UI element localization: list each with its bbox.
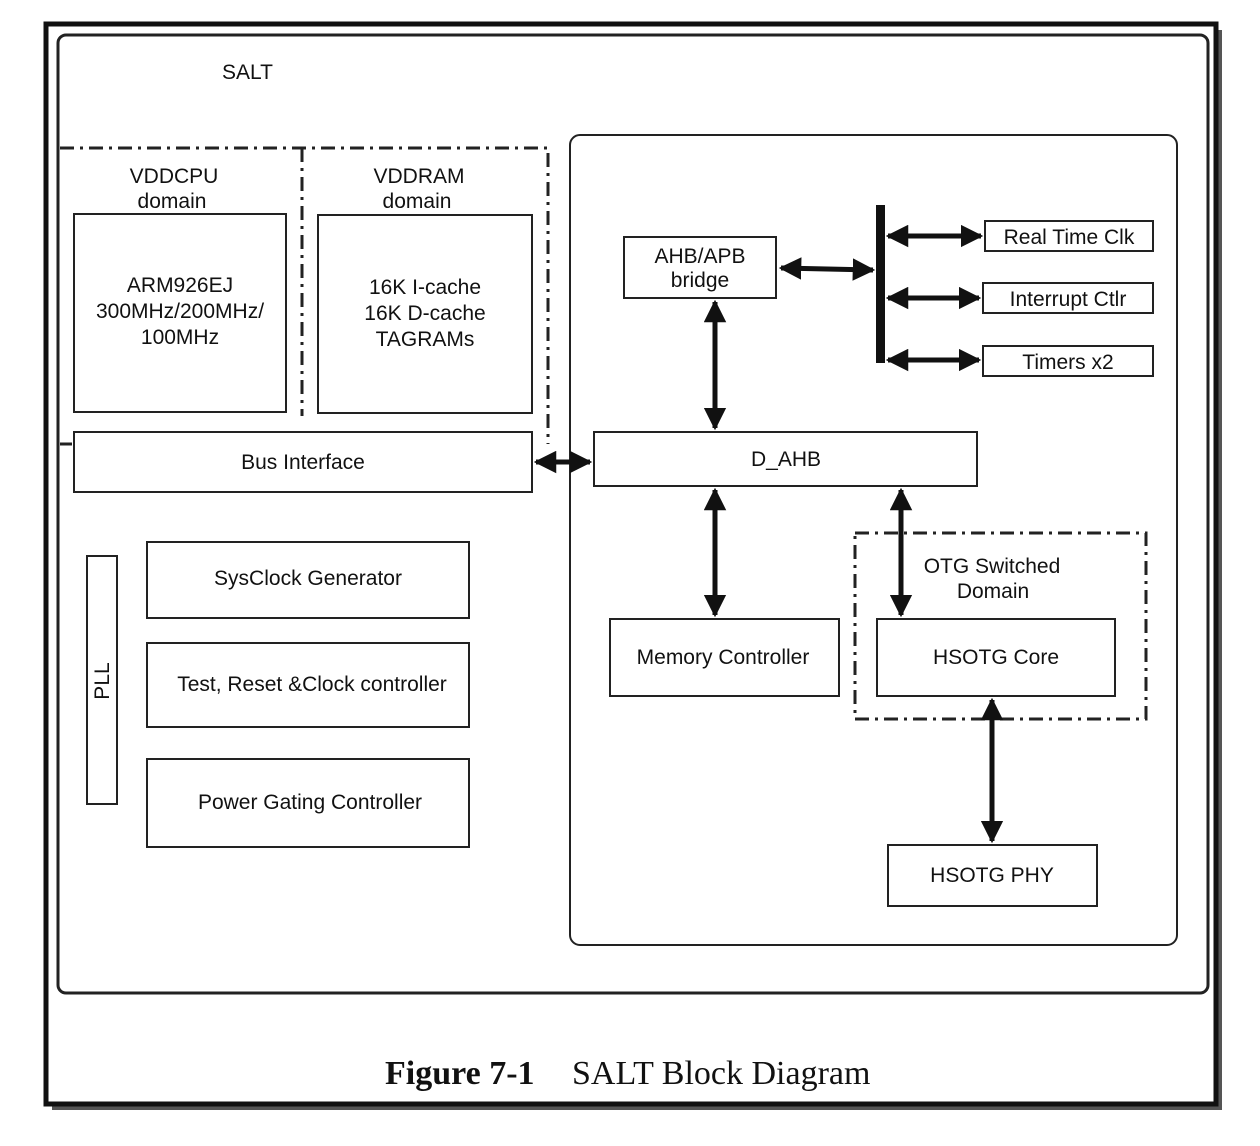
ahb-apb-line1: AHB/APB [654,245,745,268]
figure-number: Figure 7-1 [385,1055,535,1092]
vddram-subtitle: domain [383,190,452,213]
test-reset-clock-label: Test, Reset &Clock controller [177,673,447,696]
salt-boundary [56,33,1210,995]
hsotg-phy-label: HSOTG PHY [930,864,1054,887]
arm-core-block [73,213,287,413]
vddcpu-title: VDDCPU [130,165,219,188]
ahb-apb-line2: bridge [671,269,729,292]
cache-block [317,214,533,414]
pll-block [86,555,118,805]
pll-label: PLL [91,662,114,699]
bus-interface-label: Bus Interface [241,451,365,474]
real-time-clk-label: Real Time Clk [1004,226,1135,249]
otg-domain-line2: Domain [957,580,1029,603]
power-gating-label: Power Gating Controller [198,791,422,814]
interrupt-ctlr-label: Interrupt Ctlr [1010,288,1127,311]
d-ahb-label: D_AHB [751,448,821,471]
arm-line3: 100MHz [141,326,219,349]
arm-line1: ARM926EJ [127,274,233,297]
real-time-clk-block [984,220,1154,252]
memory-controller-block [609,618,840,697]
ahb-apb-bridge-block [623,236,777,299]
arm-line2: 300MHz/200MHz/ [96,300,264,323]
memory-controller-label: Memory Controller [637,646,810,669]
otg-domain-line1: OTG Switched [924,555,1061,578]
system-title: SALT [222,61,273,84]
hsotg-phy-block [887,844,1098,907]
bus-interface-block [73,431,533,493]
d-ahb-block [593,431,978,487]
peripheral-subsystem-boundary [569,134,1178,946]
cache-line1: 16K I-cache [369,276,481,299]
cache-line3: TAGRAMs [376,328,475,351]
sysclock-label: SysClock Generator [214,567,402,590]
arrow-bridge-apb [778,257,876,281]
timers-label: Timers x2 [1022,351,1113,374]
vddram-title: VDDRAM [373,165,464,188]
test-reset-clock-block [146,642,470,728]
sysclock-block [146,541,470,619]
vddcpu-subtitle: domain [138,190,207,213]
power-gating-block [146,758,470,848]
figure-title: SALT Block Diagram [572,1055,870,1092]
hsotg-core-block [876,618,1116,697]
cache-line2: 16K D-cache [364,302,485,325]
apb-bus-bar [876,205,885,363]
interrupt-ctlr-block [982,282,1154,314]
hsotg-core-label: HSOTG Core [933,646,1059,669]
timers-block [982,345,1154,377]
